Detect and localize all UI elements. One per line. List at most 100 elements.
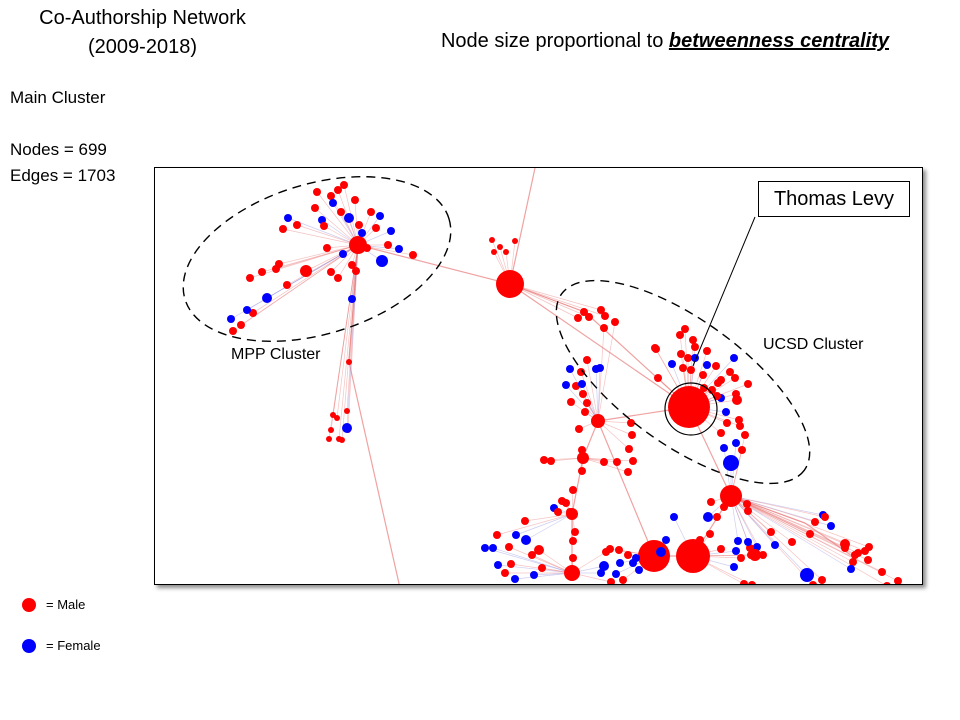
chart-subtitle: Node size proportional to betweenness ce…: [360, 30, 960, 53]
male-node: [583, 399, 591, 407]
network-edge: [730, 495, 885, 584]
network-edge: [730, 495, 806, 524]
male-node: [736, 422, 744, 430]
male-node: [591, 414, 605, 428]
male-node: [293, 221, 301, 229]
male-node: [624, 551, 632, 559]
male-node: [313, 188, 321, 196]
male-node: [580, 308, 588, 316]
network-edge: [492, 547, 573, 574]
male-node: [346, 359, 352, 365]
male-node: [732, 395, 742, 405]
male-node: [577, 368, 585, 376]
male-node: [654, 374, 662, 382]
male-node: [337, 208, 345, 216]
network-edge: [571, 457, 584, 515]
network-edge: [249, 244, 359, 279]
mpp-cluster-label: MPP Cluster: [231, 346, 321, 363]
network-edge: [328, 244, 359, 440]
female-node: [512, 531, 520, 539]
male-node: [841, 544, 849, 552]
female-node: [387, 227, 395, 235]
male-node: [744, 507, 752, 515]
female-node: [530, 571, 538, 579]
network-edge: [230, 244, 359, 320]
network-edge: [730, 495, 816, 523]
male-node: [811, 518, 819, 526]
male-node: [821, 513, 829, 521]
network-edge: [314, 207, 359, 246]
network-edge: [496, 513, 573, 536]
legend-female: = Female: [22, 638, 101, 653]
male-node: [350, 239, 358, 247]
male-node: [699, 371, 707, 379]
male-node: [738, 446, 746, 454]
male-node: [491, 249, 497, 255]
male-node: [567, 398, 575, 406]
male-node: [326, 436, 332, 442]
male-node: [352, 267, 360, 275]
female-node: [800, 568, 814, 582]
male-node: [579, 390, 587, 398]
male-node: [597, 306, 605, 314]
male-node: [607, 578, 615, 584]
network-edge: [730, 495, 793, 543]
network-edge: [515, 513, 573, 536]
title-line-2: (2009-2018): [88, 36, 197, 58]
male-node: [521, 517, 529, 525]
network-edge: [582, 457, 634, 462]
chart-title: Co-Authorship Network (2009-2018): [0, 4, 285, 62]
network-edge: [580, 371, 599, 422]
male-node: [505, 543, 513, 551]
female-node: [339, 250, 347, 258]
female-node: [262, 293, 272, 303]
female-node: [635, 566, 643, 574]
male-node: [363, 244, 371, 252]
male-node: [567, 509, 575, 517]
male-node: [651, 344, 659, 352]
female-node: [847, 565, 855, 573]
female-node: [395, 245, 403, 253]
male-node: [878, 568, 886, 576]
male-node: [327, 268, 335, 276]
male-node: [334, 186, 342, 194]
male-node: [497, 244, 503, 250]
male-node: [613, 458, 621, 466]
female-node: [342, 423, 352, 433]
network-edge: [730, 495, 808, 576]
female-node: [632, 554, 640, 562]
ucsd-cluster-label: UCSD Cluster: [763, 336, 864, 353]
network-edge: [305, 244, 359, 272]
edge-layer: [230, 168, 899, 584]
female-node: [597, 569, 605, 577]
callout-box: Thomas Levy: [758, 181, 910, 217]
male-node: [311, 204, 319, 212]
female-node: [562, 381, 570, 389]
network-edge: [508, 546, 573, 574]
female-node: [348, 295, 356, 303]
male-node: [720, 485, 742, 507]
male-node: [229, 327, 237, 335]
female-node: [732, 547, 740, 555]
male-node: [818, 576, 826, 584]
node-count: Nodes = 699: [10, 140, 107, 159]
mpp-cluster-outline: [182, 176, 452, 342]
female-node: [358, 229, 366, 237]
male-node: [578, 446, 586, 454]
male-node: [340, 181, 348, 189]
male-node: [713, 513, 721, 521]
male-node: [624, 468, 632, 476]
male-node: [894, 577, 902, 584]
female-node: [566, 365, 574, 373]
network-edge: [514, 572, 573, 580]
male-node: [538, 564, 546, 572]
male-node: [507, 560, 515, 568]
male-node: [569, 554, 577, 562]
male-node: [283, 281, 291, 289]
male-node: [677, 350, 685, 358]
male-node: [562, 499, 570, 507]
female-node: [722, 408, 730, 416]
male-node: [569, 537, 577, 545]
male-node: [575, 425, 583, 433]
male-node: [602, 548, 610, 556]
